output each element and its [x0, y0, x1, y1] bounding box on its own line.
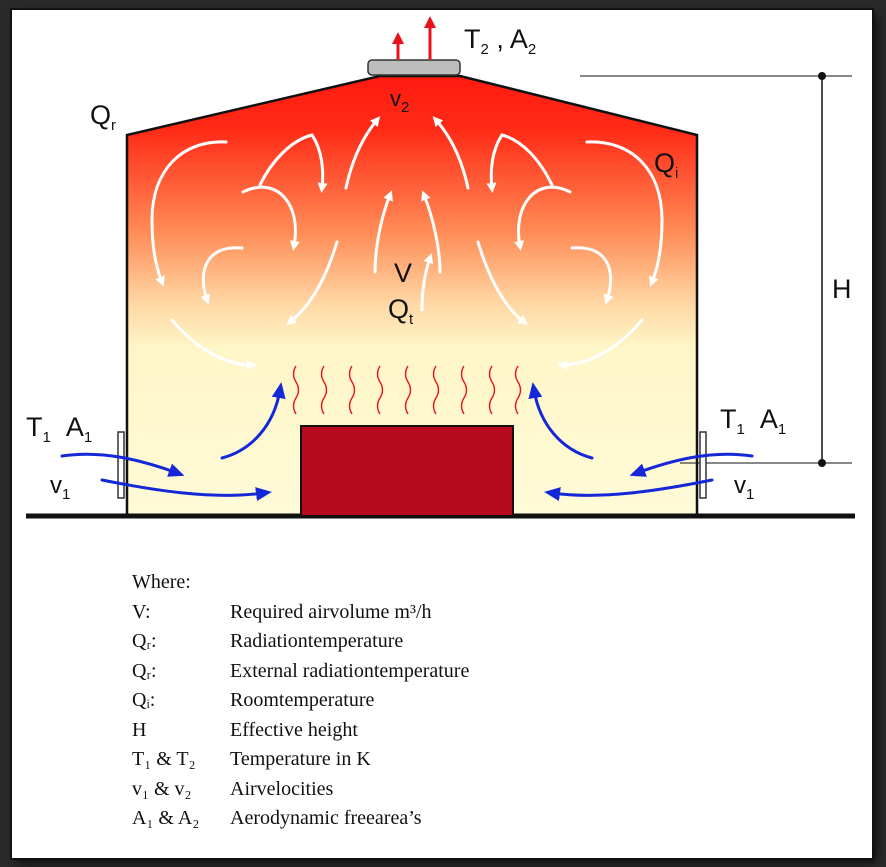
inflow-arrows	[60, 382, 754, 502]
label-v: V	[394, 260, 412, 287]
label-v1-right: v1	[734, 472, 755, 503]
legend-description: Airvelocities	[230, 777, 334, 800]
legend-description: Roomtemperature	[230, 689, 375, 711]
label-t2: T	[464, 24, 481, 54]
label-h: H	[832, 276, 852, 303]
label-comma: ,	[488, 24, 510, 54]
label-a1-left: A	[65, 412, 84, 442]
label-qr: Qr	[90, 100, 117, 134]
legend-symbol: Qᵣ:	[132, 659, 157, 682]
legend-row: v₁ & v₂ Airvelocities	[132, 775, 333, 805]
legend-description: Effective height	[230, 718, 358, 741]
legend-symbol: T₁ & T₂	[132, 748, 196, 770]
label-v2-sub: 2	[401, 99, 410, 116]
label-v-main: V	[394, 258, 413, 288]
legend-row: V: Required airvolume m³/h	[132, 598, 432, 628]
figure-frame: T2 , A2 v2 Qr Qi H V Qt T1 A1 v1 T1 A1 v…	[12, 10, 872, 858]
label-t2-a2: T2 , A2	[464, 24, 537, 58]
legend-symbol: H	[132, 718, 147, 741]
ventilation-diagram	[26, 16, 855, 519]
legend-symbol: v₁ & v₂	[132, 777, 192, 800]
label-qr-main: Q	[90, 100, 112, 130]
label-qr-sub: r	[111, 117, 117, 134]
label-v1-right-main: v	[734, 472, 746, 499]
label-v1-left-main: v	[50, 472, 62, 499]
label-a1-left-sub: 1	[83, 429, 93, 446]
label-qt: Qt	[388, 294, 414, 328]
legend-row: Qᵣ: Radiationtemperature	[132, 627, 403, 657]
legend-symbol: Qᵢ:	[132, 689, 156, 711]
label-h-main: H	[832, 274, 852, 304]
label-v1-right-sub: 1	[746, 486, 755, 503]
label-v2-main: v	[390, 86, 401, 111]
right-inlet-grille	[699, 431, 707, 499]
label-a2: A	[509, 24, 528, 54]
label-t2-sub: 2	[480, 41, 489, 58]
label-t1-right-sub: 1	[736, 421, 745, 438]
legend-row: H Effective height	[132, 716, 358, 746]
legend-symbol: Qᵣ:	[132, 630, 157, 652]
label-t1-a1-right: T1 A1	[720, 404, 787, 438]
legend-row: Qᵢ: Roomtemperature	[132, 686, 374, 716]
convection-arrows	[150, 116, 664, 370]
label-v1-left-sub: 1	[62, 486, 71, 503]
label-a1-right-sub: 1	[777, 421, 787, 438]
label-qt-sub: t	[409, 311, 414, 328]
legend-row: Qᵣ: External radiationtemperature	[132, 657, 469, 687]
label-v2: v2	[390, 86, 410, 116]
label-qi-main: Q	[654, 148, 676, 178]
legend-symbol: A₁ & A₂	[132, 807, 200, 829]
legend-description: Temperature in K	[230, 748, 371, 770]
legend-description: Radiationtemperature	[230, 630, 404, 652]
legend-row: A₁ & A₂ Aerodynamic freearea’s	[132, 804, 422, 834]
label-t1-a1-left: T1 A1	[26, 412, 93, 446]
height-top-dot	[818, 72, 826, 80]
legend-row: T₁ & T₂ Temperature in K	[132, 745, 371, 775]
label-qt-main: Q	[388, 294, 410, 324]
left-inlet-grille	[117, 431, 125, 499]
label-t1-left-sub: 1	[42, 429, 51, 446]
label-t1-right: T	[720, 404, 737, 434]
legend: Where: V: Required airvolume m³/h Qᵣ: Ra…	[132, 568, 469, 834]
legend-symbol: V:	[132, 600, 151, 623]
label-qi-sub: i	[675, 165, 679, 182]
label-v1-left: v1	[50, 472, 71, 503]
label-a2-sub: 2	[527, 41, 537, 58]
label-t1-left: T	[26, 412, 43, 442]
heat-source	[300, 425, 514, 517]
legend-header: Where:	[132, 571, 191, 593]
legend-description: External radiationtemperature	[230, 659, 470, 682]
legend-description: Aerodynamic freearea’s	[230, 807, 422, 829]
roof-vent	[367, 59, 461, 76]
heat-waves	[292, 365, 522, 415]
height-bottom-dot	[818, 459, 826, 467]
legend-description: Required airvolume m³/h	[230, 600, 432, 623]
label-qi: Qi	[654, 148, 679, 182]
label-a1-right: A	[759, 404, 778, 434]
